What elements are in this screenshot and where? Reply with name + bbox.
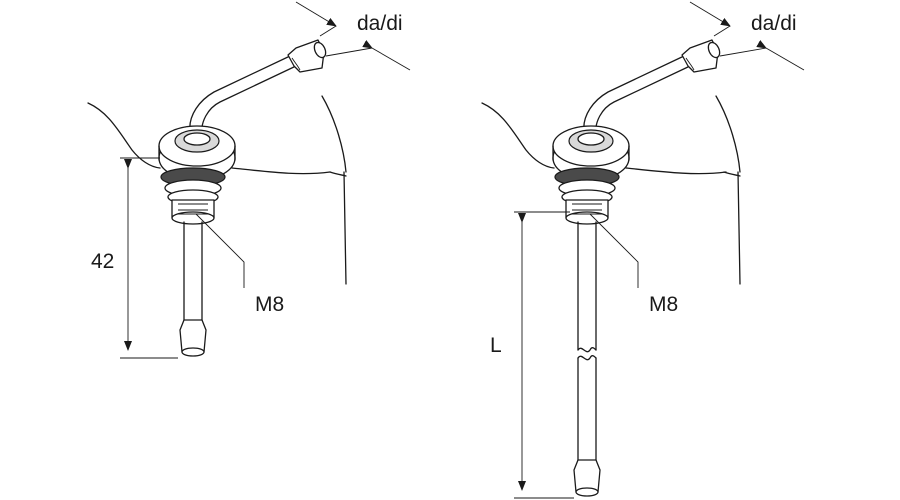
- figure-variable-length: da/di M8 L: [481, 1, 805, 499]
- flange-body: [552, 125, 630, 225]
- break-mark-lower: [577, 355, 597, 361]
- dimension-height: [120, 157, 178, 359]
- length-label: 42: [91, 250, 114, 273]
- pipe-diameter-label: da/di: [751, 12, 797, 35]
- pipe-diameter-label: da/di: [357, 12, 403, 35]
- thread-leader-line: [589, 213, 639, 288]
- flange-body: [158, 125, 236, 225]
- lower-tube: [573, 221, 601, 497]
- outlet-pipe: [189, 39, 327, 137]
- thread-size-label: M8: [649, 293, 678, 316]
- basin-outline: [481, 95, 741, 285]
- thread-size-label: M8: [255, 293, 284, 316]
- basin-outline: [87, 95, 347, 285]
- dimension-diameter: [295, 1, 411, 71]
- outlet-pipe: [583, 39, 721, 137]
- length-label: L: [490, 334, 502, 357]
- figure-fixed-length: da/di M8 42: [87, 1, 411, 359]
- break-mark-upper: [577, 347, 597, 353]
- lower-tube: [179, 221, 207, 357]
- dimension-diameter: [689, 1, 805, 71]
- thread-leader-line: [195, 213, 245, 288]
- dimension-length: [514, 211, 574, 499]
